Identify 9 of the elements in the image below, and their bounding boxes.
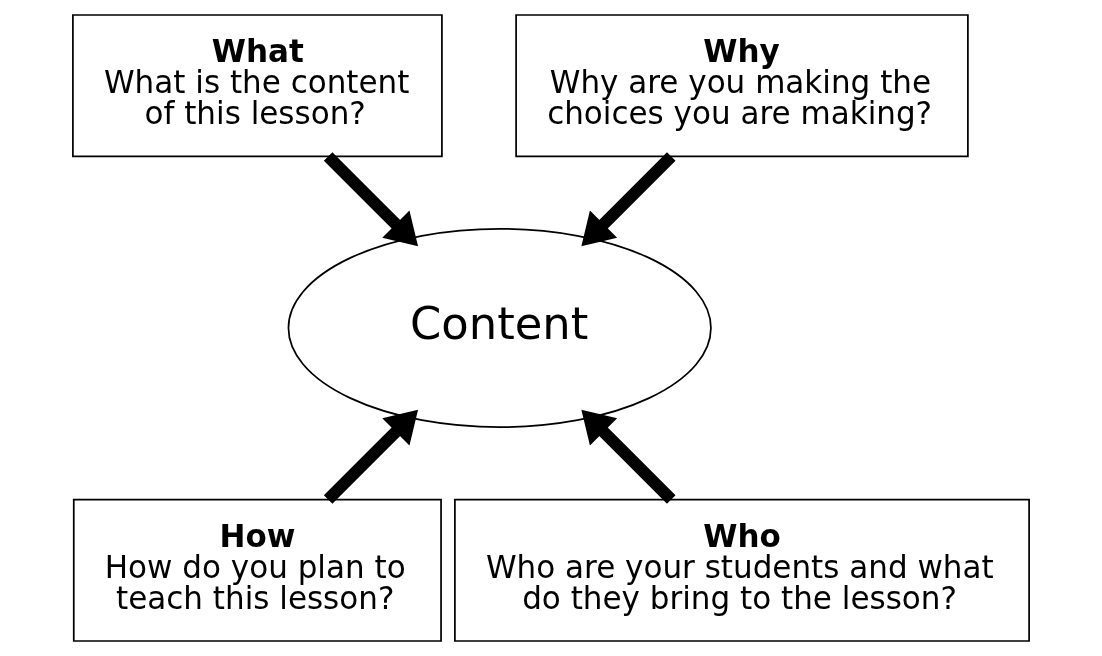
arrow	[323, 409, 419, 504]
node-box: Who Who are your students and what do they bring to the lesson?	[454, 498, 1030, 642]
arrow	[581, 409, 676, 504]
node-box: Why Why are you making the choices you are making?	[515, 14, 969, 158]
node-box: How How do you plan to teach this lesson?	[72, 498, 442, 642]
arrow	[323, 152, 419, 247]
arrow	[581, 152, 676, 247]
node-ellipse: Content	[287, 228, 712, 429]
node-box: What What is the content of this lesson?	[72, 14, 443, 158]
